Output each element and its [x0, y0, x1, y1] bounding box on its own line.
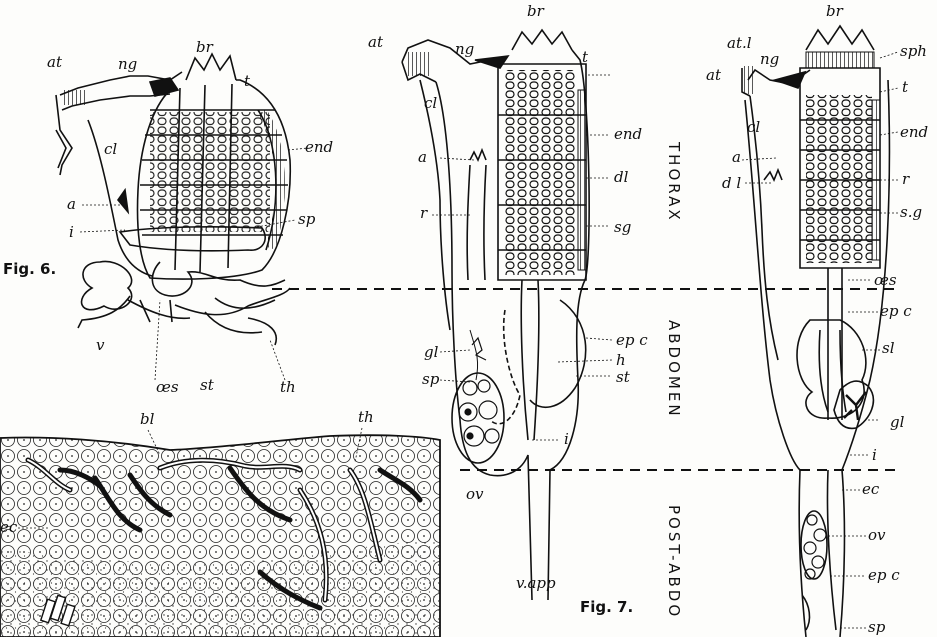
- fig7-label-vapp: v.app: [516, 576, 556, 591]
- fig7-label-sp: sp: [422, 372, 439, 387]
- fig8-label-end: end: [900, 125, 928, 140]
- fig8-label-epc-upper: ep c: [880, 304, 912, 319]
- region-label-abdomen: ABDOMEN: [666, 320, 681, 419]
- fig8-label-ec: ec: [862, 482, 879, 497]
- fig6-label-t: t: [244, 74, 250, 89]
- fig6-label-sp: sp: [298, 212, 315, 227]
- fig8-label-r: r: [902, 172, 909, 187]
- fig8-label-sg: s.g: [900, 205, 922, 220]
- fig7-label-ng: ng: [455, 42, 474, 57]
- fig6-label-st: st: [200, 378, 214, 393]
- fig8-drawing: [742, 26, 898, 637]
- fig8-label-sp: sp: [868, 620, 885, 635]
- fig7-label-at: at: [368, 35, 383, 50]
- fig8-label-cl: cl: [747, 120, 760, 135]
- fig6-label-th: th: [280, 380, 296, 395]
- tissue-label-th: th: [358, 410, 374, 425]
- fig6-label-cl: cl: [104, 142, 117, 157]
- fig7-label-t: t: [582, 50, 588, 65]
- fig7-label-br: br: [527, 4, 544, 19]
- fig6-label-ng: ng: [118, 57, 137, 72]
- fig7-label-h: h: [616, 353, 626, 368]
- fig7-label-st: st: [616, 370, 630, 385]
- fig6-label-a: a: [67, 197, 76, 212]
- region-label-post-abdomen: POST-ABDO: [666, 505, 681, 619]
- fig7-label-sg: sg: [614, 220, 631, 235]
- region-label-thorax: THORAX: [666, 142, 681, 223]
- fig7-label-epc: ep c: [616, 333, 648, 348]
- fig7-label-end: end: [614, 127, 642, 142]
- fig8-label-ov: ov: [868, 528, 886, 543]
- tissue-label-bl: bl: [140, 412, 154, 427]
- fig8-label-t: t: [902, 80, 908, 95]
- fig8-label-dl: d l: [722, 176, 741, 191]
- fig7-label-ov: ov: [466, 487, 484, 502]
- fig8-label-oes: œs: [874, 273, 897, 288]
- fig8-label-gl: gl: [890, 415, 904, 430]
- fig7-label-gl: gl: [424, 345, 438, 360]
- fig8-label-epc-lower: ep c: [868, 568, 900, 583]
- fig8-label-ng: ng: [760, 52, 779, 67]
- fig7-label-dl: dl: [614, 170, 628, 185]
- fig8-label-sl: sl: [882, 341, 895, 356]
- fig8-label-sph: sph: [900, 44, 927, 59]
- fig7-label-i: i: [564, 432, 569, 447]
- fig7-label-cl: cl: [424, 96, 437, 111]
- fig6-drawing: [56, 54, 308, 380]
- fig7-label-a: a: [418, 150, 427, 165]
- fig8-label-br: br: [826, 4, 843, 19]
- fig8-label-at: at: [706, 68, 721, 83]
- fig8-label-atl: at.l: [727, 36, 752, 51]
- fig6-label-br: br: [196, 40, 213, 55]
- fig8-label-a: a: [732, 150, 741, 165]
- fig6-label-oes: œs: [156, 380, 179, 395]
- fig6-label-v: v: [96, 338, 104, 353]
- fig6-label-end: end: [305, 140, 333, 155]
- tissue-section: [0, 428, 440, 637]
- fig6-label-i: i: [69, 225, 74, 240]
- figure-label-fig7: Fig. 7.: [580, 600, 633, 615]
- fig8-label-i: i: [872, 448, 877, 463]
- tissue-label-ec: ec: [0, 520, 17, 535]
- fig6-label-at: at: [47, 55, 62, 70]
- fig7-label-r: r: [420, 206, 427, 221]
- figure-label-fig6: Fig. 6.: [3, 262, 56, 277]
